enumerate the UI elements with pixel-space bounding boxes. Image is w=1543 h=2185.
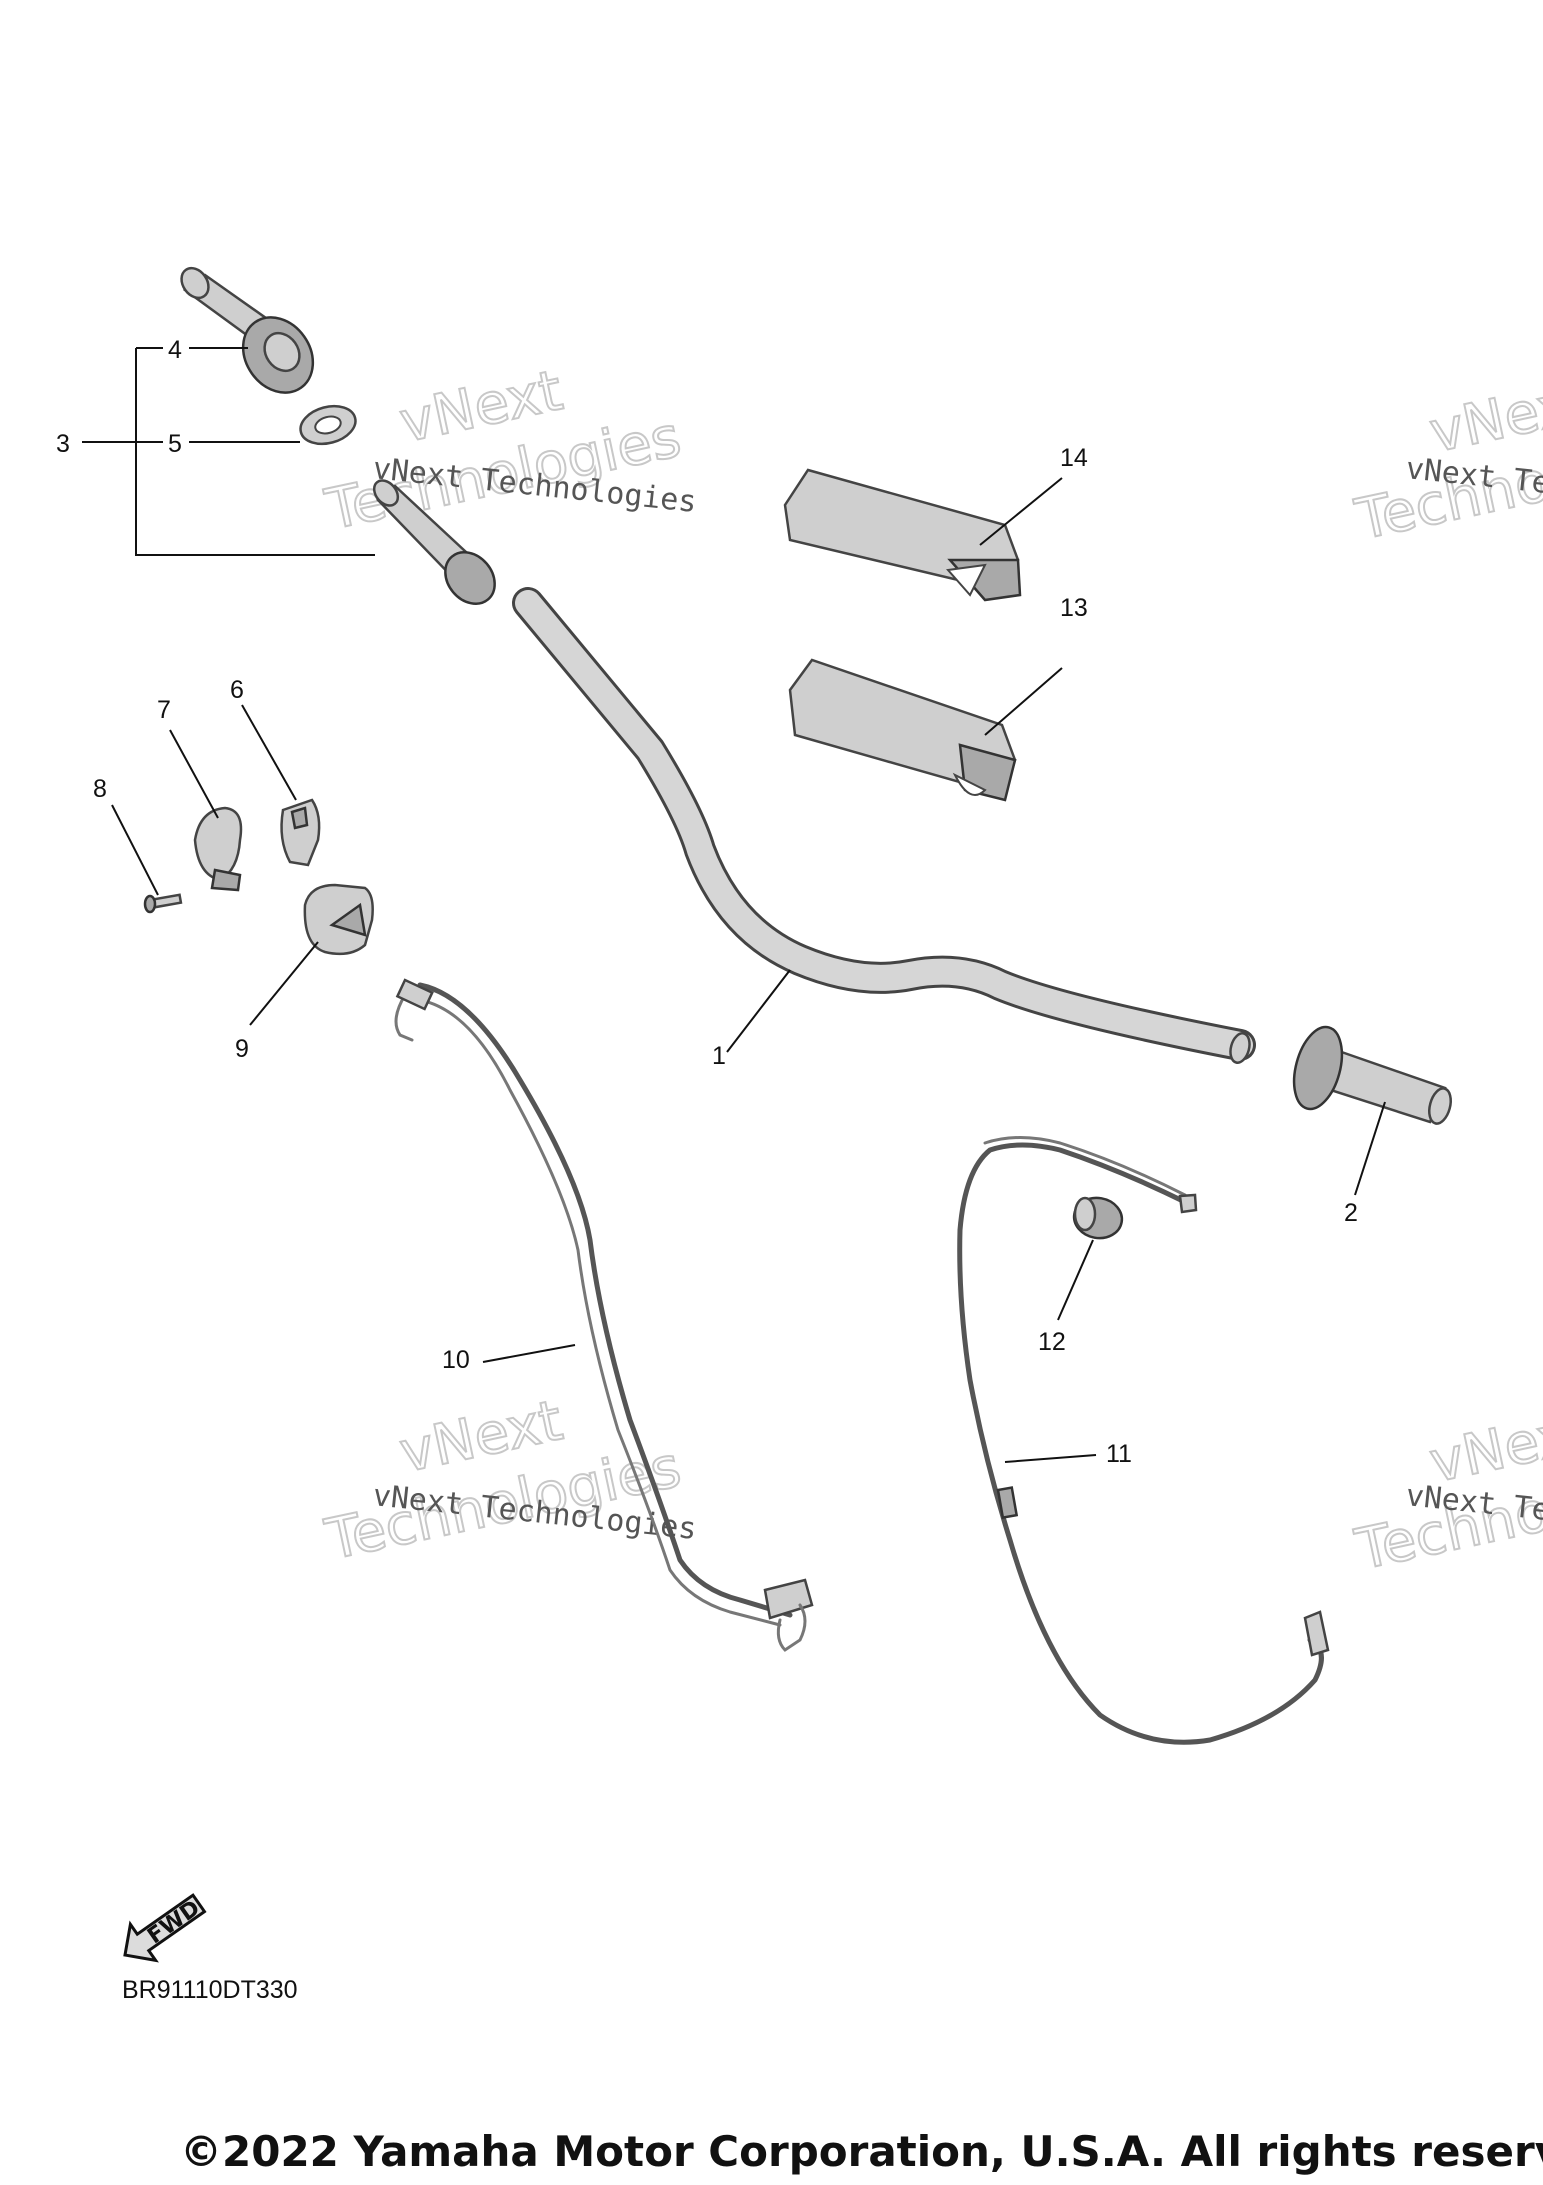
part-switch-housing: [303, 883, 374, 956]
callout-11: 11: [1106, 1440, 1132, 1468]
part-grip-right: [1292, 1025, 1452, 1125]
part-screw: [143, 893, 183, 914]
part-washer: [299, 404, 357, 446]
callout-14: 14: [1060, 444, 1088, 472]
callout-8: 8: [93, 775, 107, 803]
callout-3: 3: [56, 430, 70, 458]
part-handlebar-pad-cover: [783, 468, 1022, 602]
part-switch-cable: [394, 978, 814, 1652]
leader-lines: [82, 347, 1386, 1463]
part-throttle-housing-cap: [193, 806, 243, 892]
diagram-code: BR91110DT330: [122, 1976, 298, 2004]
callout-10: 10: [442, 1346, 470, 1374]
callout-2: 2: [1344, 1199, 1358, 1227]
callout-5: 5: [168, 430, 182, 458]
callout-1: 1: [712, 1042, 726, 1070]
callout-9: 9: [235, 1035, 249, 1063]
callout-13: 13: [1060, 594, 1088, 622]
callout-4: 4: [168, 336, 182, 364]
fwd-label: FWD: [143, 1896, 204, 1949]
copyright-notice: ©2022 Yamaha Motor Corporation, U.S.A. A…: [180, 2127, 1543, 2176]
part-cable-adjuster: [1072, 1196, 1124, 1240]
callout-12: 12: [1038, 1328, 1066, 1356]
callout-labels: 3 4 5 14 13 7 6 8 9 1 2 12 10 11: [56, 336, 1358, 1468]
part-handlebar: [512, 587, 1256, 1064]
watermark-bottom-right: vNext Technologies: [1349, 1397, 1543, 1584]
part-throttle-cable: [957, 1136, 1330, 1745]
fwd-arrow-icon: FWD: [123, 1893, 207, 1963]
part-throttle-housing: [280, 798, 321, 867]
watermark-bottom-left: vNext Technologies: [319, 1387, 687, 1574]
watermark-text: vNext: [1424, 368, 1543, 466]
part-throttle-tube: [372, 479, 496, 605]
callout-6: 6: [230, 676, 244, 704]
callout-7: 7: [157, 696, 171, 724]
part-handlebar-pad: [788, 658, 1017, 802]
part-grip-left: [180, 266, 315, 394]
watermark-top-right: vNext Technologies: [1349, 367, 1543, 554]
